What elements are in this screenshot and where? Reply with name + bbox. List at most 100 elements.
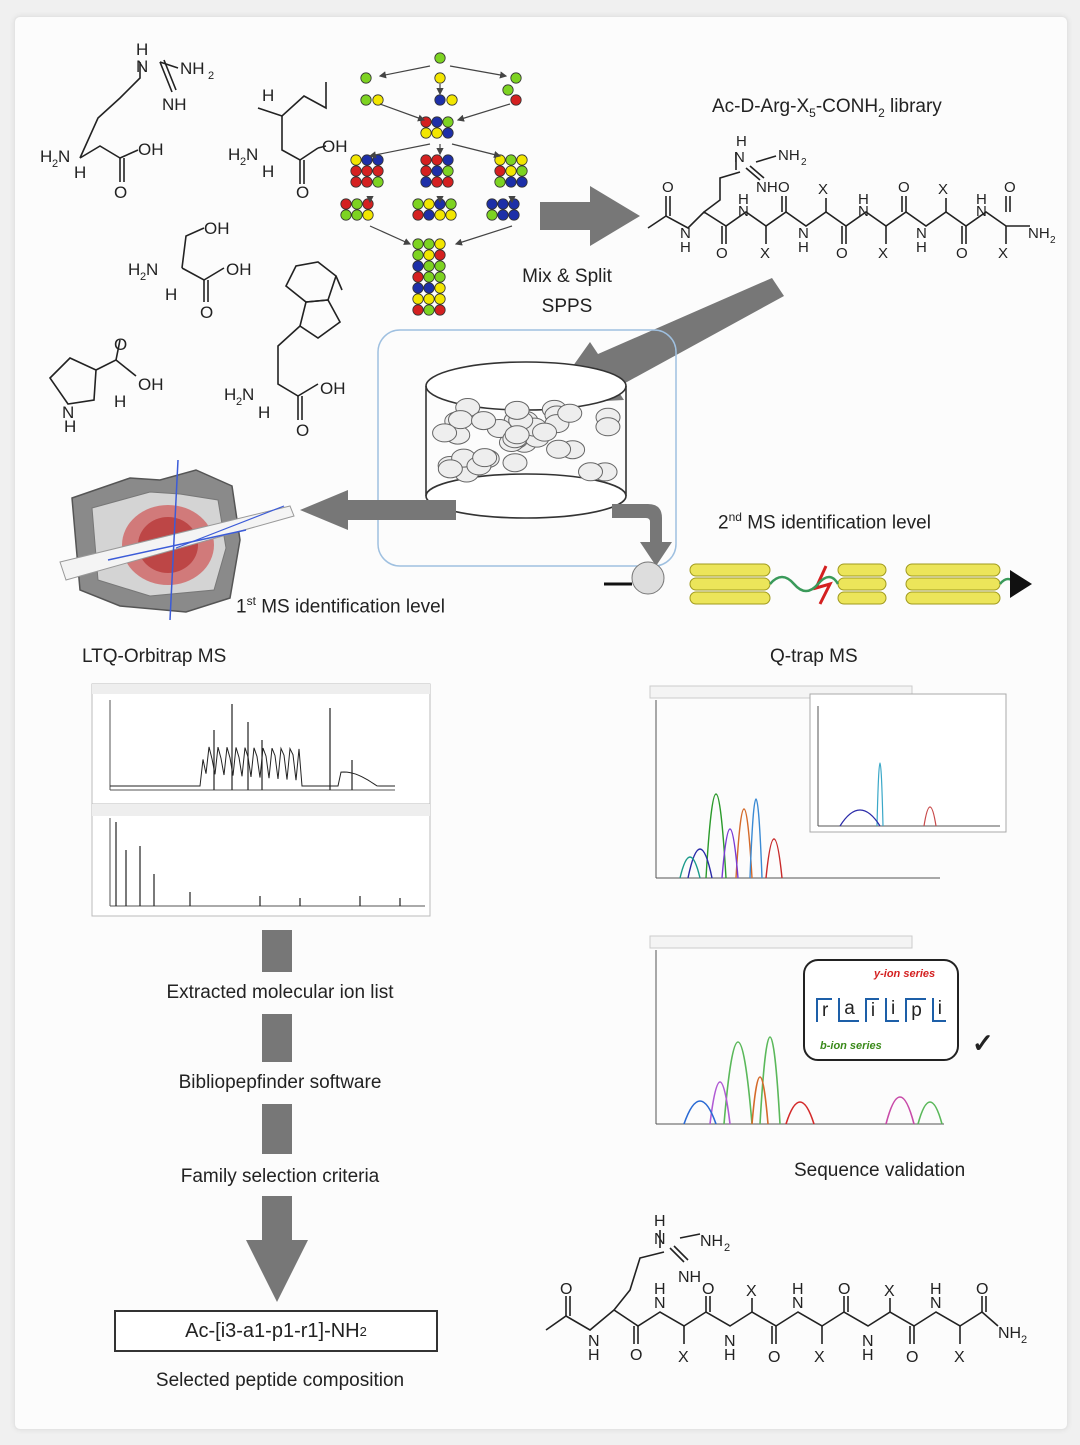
proline-structure bbox=[48, 339, 137, 405]
resin-bead bbox=[362, 198, 374, 210]
svg-text:N: N bbox=[724, 1333, 736, 1350]
resin-particle bbox=[546, 439, 572, 459]
split-arrow bbox=[449, 65, 508, 79]
svg-text:O: O bbox=[662, 179, 674, 196]
resin-bead bbox=[360, 72, 372, 84]
quadrupole-rod bbox=[689, 577, 771, 591]
resin-particle bbox=[471, 411, 497, 431]
svg-text:N: N bbox=[930, 1295, 942, 1312]
resin-bead bbox=[505, 165, 517, 177]
svg-text:O: O bbox=[956, 245, 968, 262]
svg-text:O: O bbox=[836, 245, 848, 262]
svg-text:N: N bbox=[798, 225, 809, 242]
resin-bead bbox=[361, 165, 373, 177]
svg-text:2: 2 bbox=[1021, 1334, 1027, 1346]
resin-particle bbox=[432, 423, 458, 443]
resin-bead bbox=[420, 127, 432, 139]
library-label-sub: 5 bbox=[809, 105, 816, 120]
proline-labels: O OH H N H bbox=[62, 335, 164, 436]
svg-text:H: H bbox=[680, 239, 691, 256]
resin-bead bbox=[505, 154, 517, 166]
chromatogram-peak bbox=[735, 808, 753, 879]
ms2-text: MS identification level bbox=[741, 512, 931, 534]
chromatogram-peak bbox=[749, 798, 763, 879]
resin-bead bbox=[434, 282, 446, 294]
resin-bead bbox=[350, 154, 362, 166]
svg-text:H: H bbox=[258, 403, 270, 422]
svg-text:NH: NH bbox=[998, 1325, 1021, 1342]
chromatogram-peak bbox=[759, 1036, 781, 1125]
svg-text:H: H bbox=[588, 1347, 600, 1364]
svg-text:X: X bbox=[818, 181, 828, 198]
resin-bead bbox=[505, 176, 517, 188]
svg-text:H: H bbox=[654, 1213, 666, 1230]
resin-bead bbox=[445, 209, 457, 221]
sequence-chromatogram-panel bbox=[649, 935, 959, 1125]
ltq-orbitrap-label: LTQ-Orbitrap MS bbox=[82, 646, 227, 667]
chromatogram-peak bbox=[683, 1100, 717, 1125]
resin-particle bbox=[504, 425, 530, 445]
resin-bead bbox=[412, 209, 424, 221]
validation-check-icon: ✓ bbox=[972, 1028, 994, 1058]
arrow-to-orbitrap bbox=[300, 490, 456, 530]
svg-text:H: H bbox=[858, 191, 869, 208]
svg-text:OH: OH bbox=[320, 379, 346, 398]
resin-bead bbox=[434, 238, 446, 250]
ms1-sup: st bbox=[246, 594, 256, 608]
svg-text:N: N bbox=[792, 1295, 804, 1312]
sequence-letter: i bbox=[864, 998, 880, 1022]
resin-bead bbox=[412, 238, 424, 250]
svg-text:X: X bbox=[760, 245, 770, 262]
resin-particle bbox=[595, 417, 621, 437]
svg-text:H: H bbox=[114, 392, 126, 411]
resin-bead bbox=[434, 52, 446, 64]
chromatogram-peak bbox=[687, 848, 713, 879]
svg-text:2: 2 bbox=[52, 158, 58, 170]
svg-text:OH: OH bbox=[204, 219, 230, 238]
split-arrow bbox=[454, 225, 513, 246]
resin-bead bbox=[360, 94, 372, 106]
resin-bead bbox=[423, 249, 435, 261]
svg-text:H: H bbox=[64, 417, 76, 436]
svg-text:OH: OH bbox=[138, 140, 164, 159]
resin-bead bbox=[502, 84, 514, 96]
svg-text:N: N bbox=[242, 385, 254, 404]
resin-bead bbox=[442, 154, 454, 166]
resin-bead bbox=[494, 176, 506, 188]
chromatogram-peak bbox=[839, 809, 881, 827]
svg-text:O: O bbox=[296, 183, 309, 202]
svg-text:H: H bbox=[654, 1281, 666, 1298]
svg-text:O: O bbox=[838, 1281, 850, 1298]
fragmentation-lightning-icon bbox=[813, 565, 833, 605]
final-peptide-text: Ac-[i3-a1-p1-r1]-NH bbox=[185, 1319, 360, 1342]
svg-text:N: N bbox=[246, 145, 258, 164]
library-label-mid: -CONH bbox=[815, 96, 879, 117]
svg-text:X: X bbox=[884, 1283, 895, 1300]
svg-text:O: O bbox=[630, 1347, 642, 1364]
resin-bead bbox=[431, 116, 443, 128]
resin-bead bbox=[486, 198, 498, 210]
resin-bead bbox=[340, 209, 352, 221]
svg-text:H: H bbox=[862, 1347, 874, 1364]
resin-bead bbox=[340, 198, 352, 210]
chromatogram-peak bbox=[721, 828, 739, 879]
svg-text:O: O bbox=[560, 1281, 572, 1298]
svg-text:O: O bbox=[768, 1349, 780, 1366]
quadrupole-rod bbox=[837, 591, 887, 605]
split-mix-bead-tree bbox=[340, 52, 528, 316]
svg-text:O: O bbox=[114, 335, 127, 354]
extracted-ion-list-label: Extracted molecular ion list bbox=[166, 982, 394, 1003]
sequence-letter: i bbox=[885, 998, 900, 1022]
resin-bead bbox=[372, 176, 384, 188]
resin-bead bbox=[434, 209, 446, 221]
resin-particle bbox=[502, 453, 528, 473]
chromatogram-peak bbox=[765, 838, 783, 879]
svg-text:H: H bbox=[976, 191, 987, 208]
resin-bead bbox=[412, 249, 424, 261]
chromatogram-peak bbox=[885, 1096, 915, 1125]
chromatogram-peak bbox=[751, 1076, 769, 1125]
resin-bead bbox=[372, 154, 384, 166]
svg-text:2: 2 bbox=[140, 271, 146, 283]
